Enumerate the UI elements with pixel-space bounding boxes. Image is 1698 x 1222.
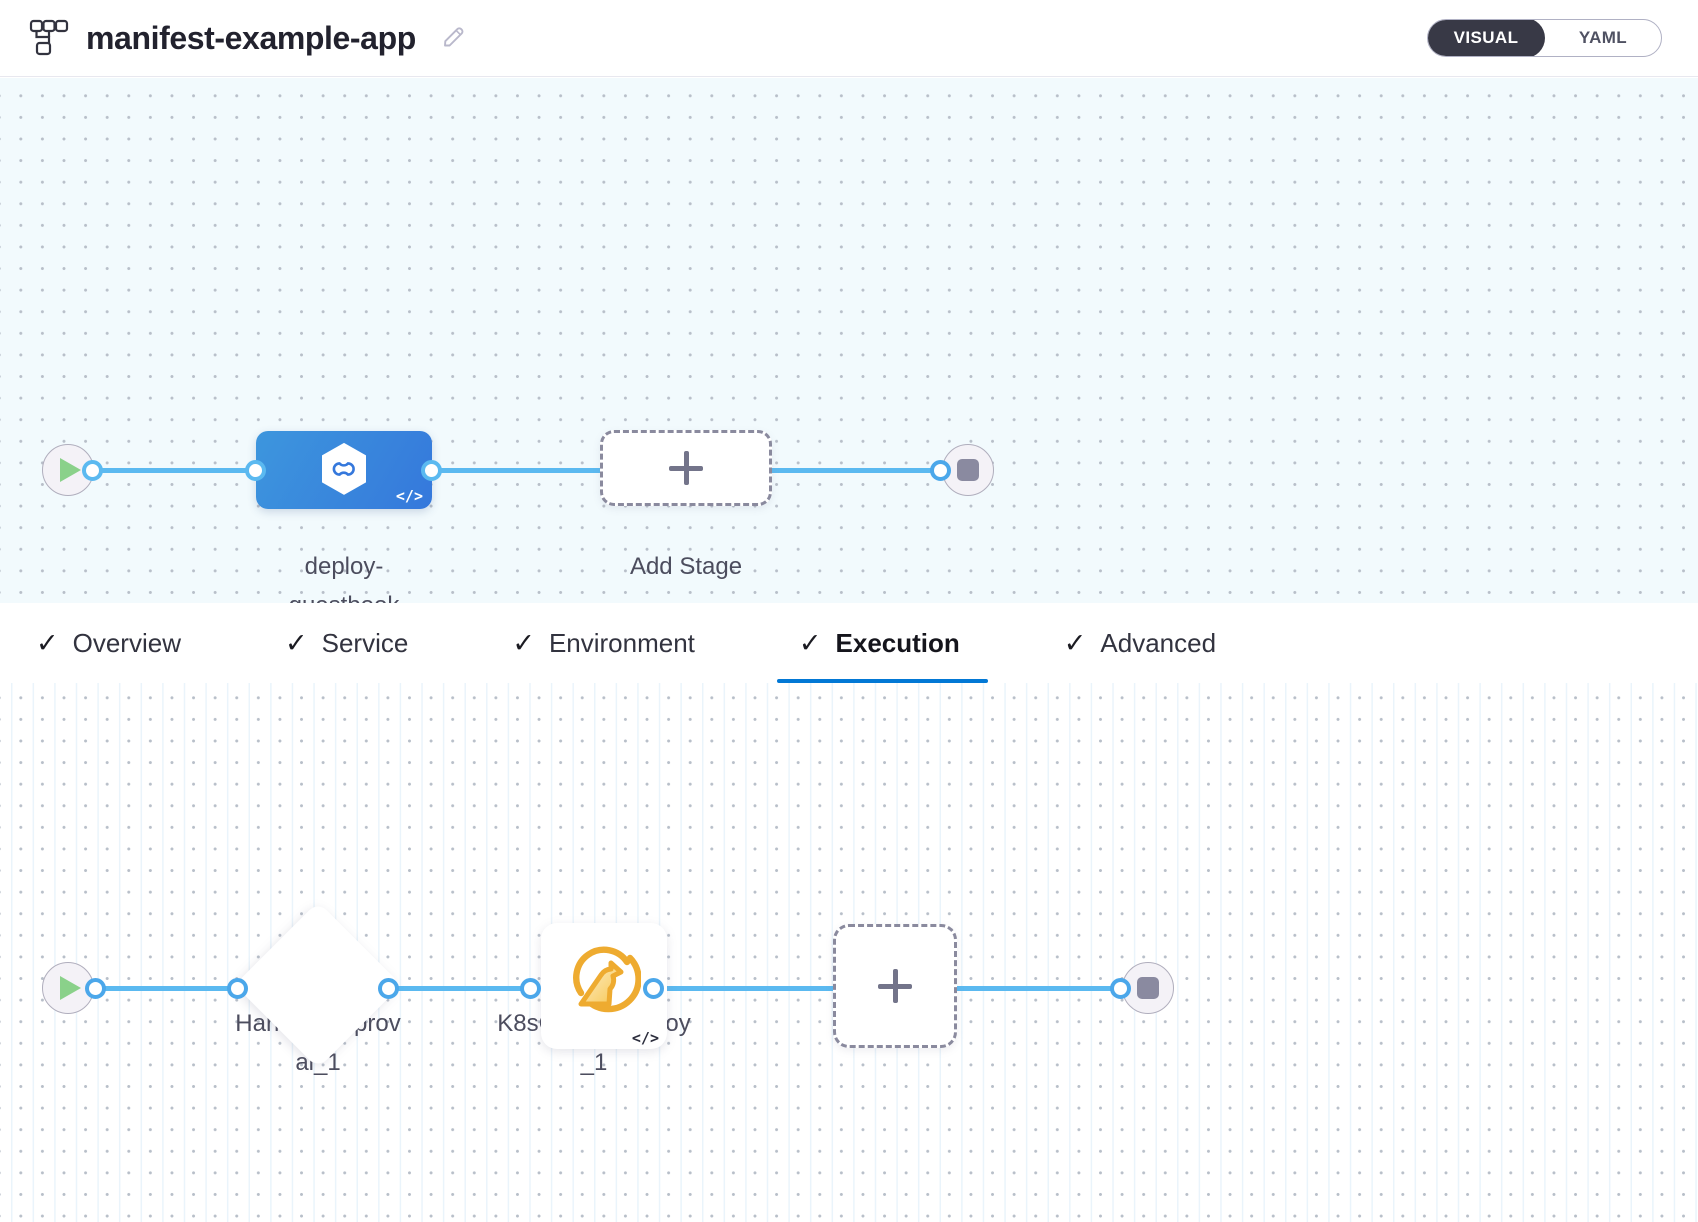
- stage-graph-canvas[interactable]: </> deploy-guestbook Add Stage: [0, 78, 1698, 603]
- plus-icon-vertical: [683, 451, 689, 485]
- stop-icon: [1137, 977, 1159, 999]
- edge-start-to-stage: [72, 468, 262, 473]
- yaml-code-badge[interactable]: </>: [631, 1029, 659, 1047]
- tab-overview[interactable]: ✓ Overview: [30, 603, 187, 683]
- edge-exec-start-to-approval: [72, 986, 247, 991]
- play-icon: [60, 976, 81, 1000]
- header-left: manifest-example-app: [0, 17, 468, 59]
- pipeline-nodes-icon: [28, 17, 70, 59]
- step-node-k8s-canary-deploy[interactable]: </>: [541, 923, 667, 1049]
- add-stage-button[interactable]: [600, 430, 772, 506]
- port-stage-in: [245, 460, 266, 481]
- page-title: manifest-example-app: [86, 19, 416, 56]
- tab-label: Overview: [72, 627, 181, 658]
- view-mode-toggle[interactable]: VISUAL YAML: [1427, 19, 1662, 57]
- port-stage-out: [421, 460, 442, 481]
- stop-icon: [957, 459, 979, 481]
- tab-label: Service: [321, 627, 409, 658]
- add-step-button[interactable]: [833, 924, 957, 1048]
- tab-label: Execution: [835, 627, 960, 658]
- harness-hexagon-icon: [319, 442, 369, 496]
- edge-canary-to-addstep: [655, 986, 835, 991]
- port-canary-out: [643, 978, 664, 999]
- port-end-in: [930, 460, 951, 481]
- toggle-yaml-option[interactable]: YAML: [1578, 28, 1628, 47]
- edge-approval-to-canary: [390, 986, 530, 991]
- check-icon: ✓: [1063, 627, 1087, 659]
- tab-execution[interactable]: ✓ Execution: [776, 603, 988, 683]
- toggle-visual-option[interactable]: VISUAL: [1428, 20, 1545, 56]
- tab-service[interactable]: ✓ Service: [279, 603, 414, 683]
- edge-stage-to-addstage: [428, 468, 608, 473]
- header-bar: manifest-example-app VISUAL YAML: [0, 0, 1698, 77]
- edge-addstage-to-end: [760, 468, 940, 473]
- edge-addstep-to-end: [955, 986, 1115, 991]
- port-approval-in: [227, 978, 248, 999]
- check-icon: ✓: [36, 627, 59, 659]
- stage-node-deploy-guestbook[interactable]: </>: [256, 431, 432, 509]
- port-canary-in: [520, 978, 541, 999]
- tab-label: Environment: [548, 627, 695, 658]
- check-icon: ✓: [798, 627, 822, 659]
- execution-end-node[interactable]: [1122, 962, 1174, 1014]
- pencil-icon[interactable]: [438, 23, 468, 53]
- pipeline-end-node[interactable]: [942, 444, 994, 496]
- play-icon: [60, 458, 81, 482]
- port-approval-out: [378, 978, 399, 999]
- tab-environment[interactable]: ✓ Environment: [506, 603, 701, 683]
- port-start-out: [82, 460, 103, 481]
- pipeline-start-node[interactable]: [42, 444, 94, 496]
- port-exec-end-in: [1110, 978, 1131, 999]
- check-icon: ✓: [512, 627, 535, 659]
- execution-graph-canvas[interactable]: HarnessApproval_1 </> K8sC: [0, 683, 1698, 1222]
- yaml-code-badge[interactable]: </>: [395, 487, 423, 505]
- stage-config-tabbar: ✓ Overview ✓ Service ✓ Environment ✓ Exe…: [0, 603, 1698, 683]
- check-icon: ✓: [284, 627, 308, 659]
- add-stage-label: Add Stage: [629, 553, 743, 580]
- canary-bird-icon: [567, 946, 642, 1020]
- tab-advanced[interactable]: ✓ Advanced: [1058, 603, 1222, 683]
- header-right: VISUAL YAML: [1427, 19, 1698, 57]
- stage-label-deploy-guestbook: deploy-guestbook: [289, 553, 400, 603]
- tab-list: ✓ Overview ✓ Service ✓ Environment ✓ Exe…: [0, 603, 1698, 683]
- plus-icon-vertical: [892, 969, 898, 1003]
- port-exec-start-out: [85, 978, 106, 999]
- tab-label: Advanced: [1100, 627, 1217, 658]
